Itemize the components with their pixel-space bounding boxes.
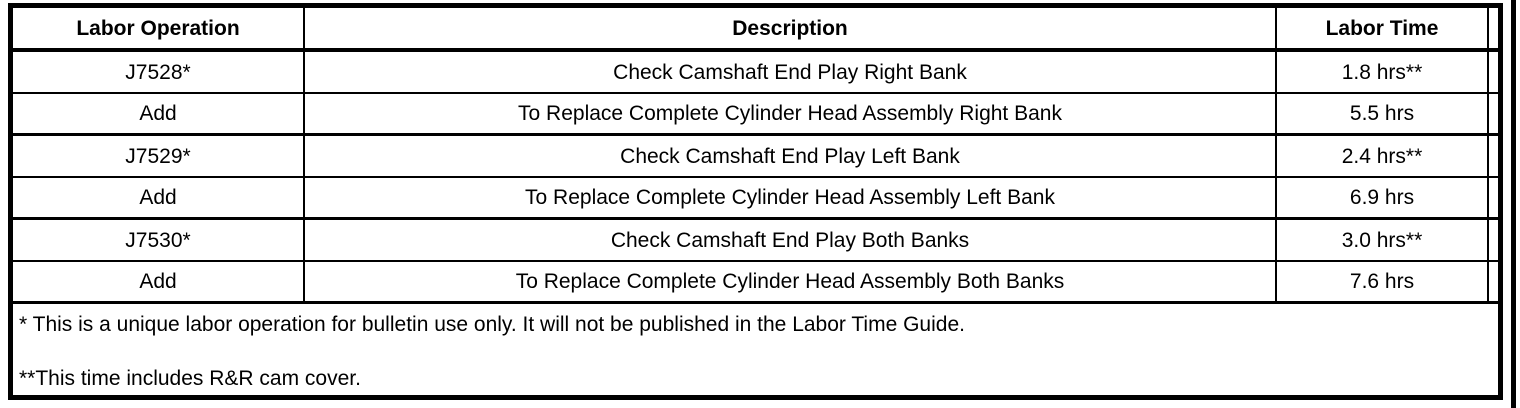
table-header-row: Labor Operation Description Labor Time: [13, 8, 1498, 52]
cell-labor-operation: Add: [13, 94, 305, 133]
cell-labor-time: 2.4 hrs**: [1277, 136, 1489, 176]
header-cell-description: Description: [305, 8, 1277, 48]
cell-description: To Replace Complete Cylinder Head Assemb…: [305, 262, 1277, 301]
cell-labor-operation: Add: [13, 178, 305, 217]
cell-labor-time: 7.6 hrs: [1277, 262, 1489, 301]
cell-spacer: [1489, 178, 1498, 217]
cell-labor-time: 1.8 hrs**: [1277, 52, 1489, 92]
cell-spacer: [1489, 262, 1498, 301]
footnotes-section: * This is a unique labor operation for b…: [13, 304, 1498, 395]
table-row: J7529* Check Camshaft End Play Left Bank…: [13, 136, 1498, 178]
footnote-rr-cam-cover: **This time includes R&R cam cover.: [19, 367, 361, 390]
footnote-unique-labor-operation: * This is a unique labor operation for b…: [19, 313, 965, 336]
cell-description: Check Camshaft End Play Left Bank: [305, 136, 1277, 176]
cell-labor-operation: Add: [13, 262, 305, 301]
cell-labor-operation: J7528*: [13, 52, 305, 92]
labor-time-table: Labor Operation Description Labor Time J…: [8, 3, 1503, 400]
header-cell-spacer: [1489, 8, 1498, 48]
cell-labor-operation: J7529*: [13, 136, 305, 176]
cell-labor-operation: J7530*: [13, 220, 305, 260]
cell-labor-time: 6.9 hrs: [1277, 178, 1489, 217]
cell-description: Check Camshaft End Play Right Bank: [305, 52, 1277, 92]
cell-spacer: [1489, 94, 1498, 133]
cell-spacer: [1489, 52, 1498, 92]
table-row: J7530* Check Camshaft End Play Both Bank…: [13, 220, 1498, 262]
cell-labor-time: 3.0 hrs**: [1277, 220, 1489, 260]
table-row: Add To Replace Complete Cylinder Head As…: [13, 94, 1498, 136]
header-cell-labor-time: Labor Time: [1277, 8, 1489, 48]
table-row: Add To Replace Complete Cylinder Head As…: [13, 178, 1498, 220]
table-row: J7528* Check Camshaft End Play Right Ban…: [13, 52, 1498, 94]
cell-spacer: [1489, 220, 1498, 260]
table-row: Add To Replace Complete Cylinder Head As…: [13, 262, 1498, 304]
cell-labor-time: 5.5 hrs: [1277, 94, 1489, 133]
cell-spacer: [1489, 136, 1498, 176]
page-edge-line: [1511, 0, 1516, 408]
header-cell-labor-operation: Labor Operation: [13, 8, 305, 48]
cell-description: To Replace Complete Cylinder Head Assemb…: [305, 94, 1277, 133]
cell-description: Check Camshaft End Play Both Banks: [305, 220, 1277, 260]
cell-description: To Replace Complete Cylinder Head Assemb…: [305, 178, 1277, 217]
